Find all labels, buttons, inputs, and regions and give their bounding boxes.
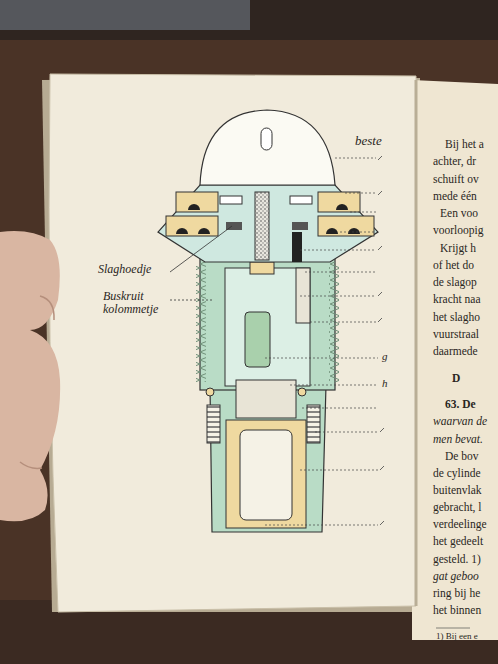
page-text: vuurstraal	[433, 328, 479, 341]
page-text: Een voo	[440, 207, 478, 220]
page-text: voorloopig	[433, 224, 483, 237]
page-text: men bevat.	[433, 433, 483, 446]
page-text: achter, dr	[433, 155, 476, 168]
page-text: het slagho	[433, 311, 480, 324]
part-label: beste	[355, 134, 382, 148]
page-text: Bij het a	[445, 138, 484, 151]
callout-letter: g	[382, 350, 388, 362]
page-text: kracht naa	[433, 293, 481, 306]
callout-letter: h	[382, 377, 388, 389]
part-label: Buskruit kolommetje	[103, 290, 167, 316]
page-text: Krijgt h	[440, 242, 476, 255]
page-text: gesteld. 1)	[433, 553, 481, 566]
page-text: schuift ov	[433, 173, 479, 186]
page-text: de cylinde	[433, 467, 481, 480]
page-text: mede één	[433, 190, 477, 203]
page-text: De bov	[445, 450, 479, 463]
page-text: daarmede	[433, 345, 478, 358]
page-text: buitenvlak	[433, 484, 482, 497]
page-text: gebracht, l	[433, 501, 482, 514]
page-text: 63. De	[445, 398, 476, 411]
page-text: gat geboo	[433, 570, 479, 583]
page-text: D	[452, 372, 460, 385]
page-text: verdeelinge	[433, 518, 487, 531]
page-text: het gedeelt	[433, 535, 483, 548]
part-label: Slaghoedje	[98, 263, 151, 276]
page-text: de slagop	[433, 276, 477, 289]
page-text: of het do	[433, 259, 474, 272]
page-text: 1) Bij een e	[436, 632, 478, 642]
page-text: waarvan de	[433, 415, 487, 428]
page-text: het binnen	[433, 604, 481, 617]
page-text: ring bij he	[433, 587, 480, 600]
